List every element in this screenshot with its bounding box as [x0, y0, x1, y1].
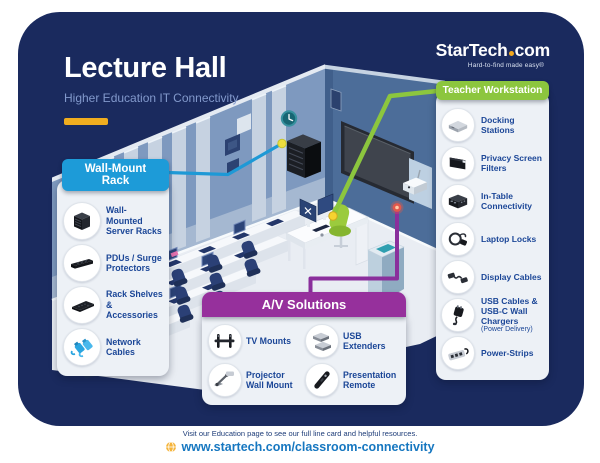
item-label: USB Extenders [343, 330, 386, 351]
logo-tagline: Hard-to-find made easy® [467, 62, 544, 69]
item-label: Rack Shelves & Accessories [106, 289, 163, 321]
item-label: Power-Strips [481, 348, 534, 359]
teacher-workstation-panel: Teacher Workstation Docking Stations Pri… [436, 81, 549, 381]
list-item: Presentation Remote [305, 363, 400, 397]
connector-blue [151, 142, 283, 177]
item-label: USB Cables & USB-C Wall Chargers(Power D… [481, 296, 544, 334]
list-item: USB Cables & USB-C Wall Chargers(Power D… [441, 296, 544, 334]
list-item: Projector Wall Mount [208, 363, 303, 397]
connector-purple [308, 208, 399, 293]
footer-link[interactable]: www.startech.com/classroom-connectivity [181, 440, 435, 454]
wall-mount-rack-panel: Wall-Mount Rack Wall-Mounted Server Rack… [57, 159, 169, 376]
accent-bar [64, 118, 108, 125]
logo-dot-icon [508, 51, 514, 56]
pdu-icon [63, 244, 101, 282]
list-item: Wall-Mounted Server Racks [63, 200, 163, 242]
display-cable-icon [441, 260, 475, 294]
list-item: Power-Strips [441, 334, 544, 372]
list-item: Rack Shelves & Accessories [63, 284, 163, 326]
list-item: PDUs / Surge Protectors [63, 242, 163, 284]
laptop-lock-icon [441, 222, 475, 256]
tv-mount-icon [208, 324, 242, 358]
item-label: Laptop Locks [481, 233, 537, 244]
list-item: Privacy Screen Filters [441, 144, 544, 182]
list-item: USB Extenders [305, 324, 400, 358]
globe-icon [166, 441, 177, 453]
av-solutions-panel: A/V Solutions TV Mounts USB Extenders Pr… [202, 292, 406, 405]
desk-endpoint-dot [328, 211, 338, 221]
item-sublabel: (Power Delivery) [481, 326, 533, 334]
item-label: Network Cables [106, 336, 141, 357]
startech-logo: StarTech com Hard-to-find made easy® [435, 40, 551, 69]
teacher-workstation-header: Teacher Workstation [436, 81, 549, 100]
item-label: Privacy Screen Filters [481, 152, 542, 173]
rack-endpoint-dot [277, 138, 287, 149]
rack-shelf-icon [63, 286, 101, 324]
list-item: Network Cables [63, 326, 163, 368]
av-endpoint-dot [390, 201, 404, 214]
presentation-remote-icon [305, 363, 339, 397]
item-label: Presentation Remote [343, 369, 397, 390]
list-item: Laptop Locks [441, 220, 544, 258]
footer: Visit our Education page to see our full… [0, 429, 600, 454]
projector [403, 169, 427, 195]
wall-mount-rack-header: Wall-Mount Rack [62, 159, 169, 191]
privacy-screen-icon [441, 146, 475, 180]
item-label: PDUs / Surge Protectors [106, 252, 162, 273]
usb-extender-icon [305, 324, 339, 358]
server-rack-icon [63, 202, 101, 240]
list-item: In-Table Connectivity [441, 182, 544, 220]
docking-station-icon [441, 108, 475, 142]
item-label: Projector Wall Mount [246, 369, 293, 390]
item-label: Wall-Mounted Server Racks [106, 205, 162, 237]
item-label: TV Mounts [246, 335, 291, 346]
logo-text-left: StarTech [435, 40, 508, 60]
logo-text-right: com [514, 40, 551, 60]
title-block: Lecture Hall Higher Education IT Connect… [64, 52, 239, 125]
list-item: Docking Stations [441, 106, 544, 144]
item-label: In-Table Connectivity [481, 190, 533, 211]
wall-mounted-rack [287, 134, 321, 178]
wall-clock-icon [280, 110, 298, 127]
av-solutions-header: A/V Solutions [202, 292, 406, 317]
projector-screen [341, 121, 414, 204]
connector-green [330, 88, 438, 217]
projector-mount-icon [208, 363, 242, 397]
network-cables-icon [63, 328, 101, 366]
in-table-connectivity-icon [441, 184, 475, 218]
item-label: Display Cables [481, 271, 542, 282]
footer-note: Visit our Education page to see our full… [182, 429, 418, 438]
item-label: Docking Stations [481, 114, 515, 135]
power-strip-icon [441, 336, 475, 371]
page-title: Lecture Hall [64, 52, 227, 84]
usb-charger-icon [441, 298, 475, 333]
list-item: TV Mounts [208, 324, 303, 358]
page-subtitle: Higher Education IT Connectivity [64, 91, 239, 105]
list-item: Display Cables [441, 258, 544, 296]
